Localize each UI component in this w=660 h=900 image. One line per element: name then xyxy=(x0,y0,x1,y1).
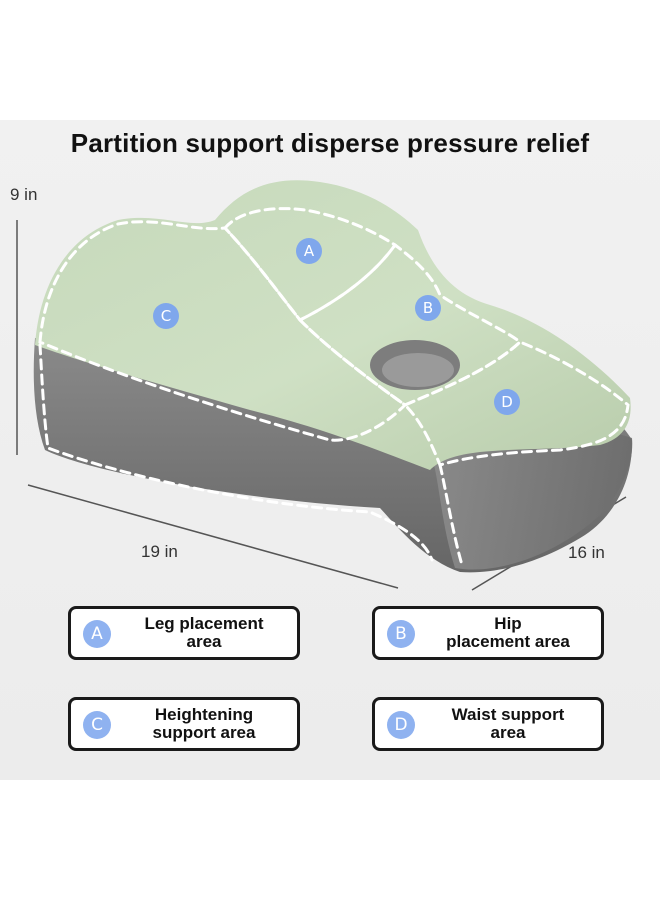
cushion-top xyxy=(35,180,631,470)
length-label: 19 in xyxy=(141,542,178,561)
legend-label-a: Leg placement area xyxy=(144,614,264,651)
legend-badge-c: C xyxy=(83,711,111,739)
zone-marker-b-letter: B xyxy=(423,299,433,317)
legend-box-b: B Hip placement area xyxy=(372,606,604,660)
edge-outline xyxy=(38,343,434,562)
zone-marker-a xyxy=(296,238,322,264)
side-outline xyxy=(438,463,464,567)
length-dimension-line xyxy=(27,484,399,589)
page-title: Partition support disperse pressure reli… xyxy=(70,128,590,158)
legend-box-a: A Leg placement area xyxy=(68,606,300,660)
zone-marker-a-letter: A xyxy=(304,242,315,260)
legend-badge-d: D xyxy=(387,711,415,739)
zone-marker-c xyxy=(153,303,179,329)
cushion-illustration: A B C D xyxy=(16,180,633,591)
legend-label-c: Heightening support area xyxy=(152,705,256,742)
width-label: 16 in xyxy=(568,543,605,562)
legend-box-d: D Waist support area xyxy=(372,697,604,751)
zone-outline-a xyxy=(222,207,398,322)
legend-box-c: C Heightening support area xyxy=(68,697,300,751)
legend-label-b: Hip placement area xyxy=(446,614,570,651)
legend-badge-a: A xyxy=(83,620,111,648)
legend-badge-b: B xyxy=(387,620,415,648)
height-label: 9 in xyxy=(10,185,38,204)
zone-marker-d xyxy=(494,389,520,415)
cushion-base-side xyxy=(430,428,633,570)
zone-markers xyxy=(153,238,520,415)
zone-marker-c-letter: C xyxy=(161,307,171,325)
zone-marker-d-letter: D xyxy=(501,393,513,411)
seat-hole-inner xyxy=(382,353,454,387)
legend-label-d: Waist support area xyxy=(451,705,565,742)
zone-outline-c xyxy=(38,220,408,442)
zone-marker-b xyxy=(415,295,441,321)
